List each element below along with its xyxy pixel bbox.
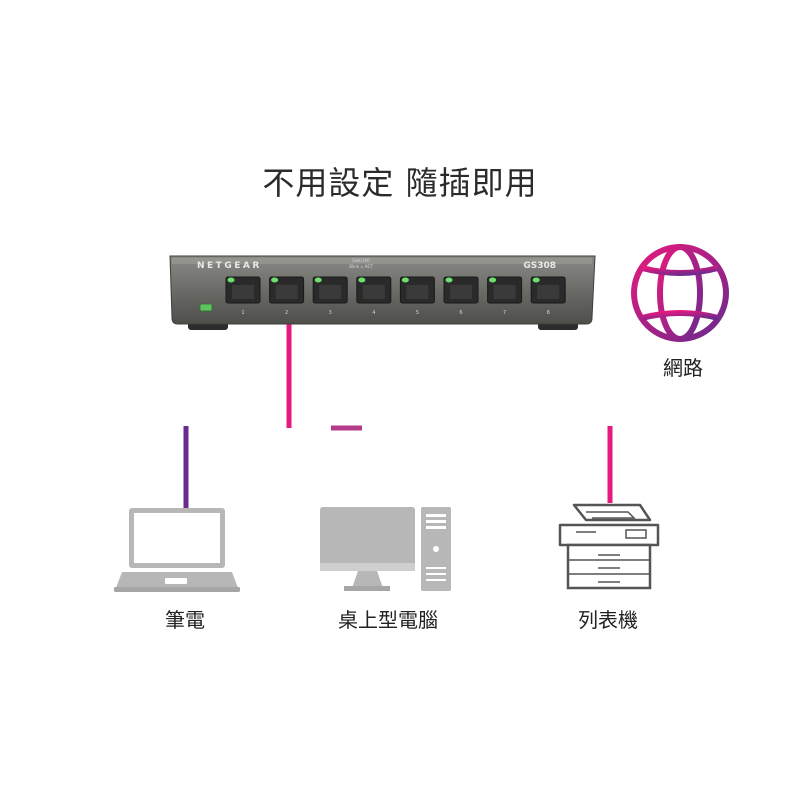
switch-led-caption-2: Blink = ACT: [349, 264, 373, 269]
port-led-icon: [358, 277, 366, 283]
port-led-icon: [314, 277, 322, 283]
port-7: 7: [487, 276, 523, 316]
port-led-icon: [271, 277, 279, 283]
port-1: 1: [225, 276, 261, 316]
switch-led-caption-1: Gbit/100: [352, 258, 370, 263]
network-switch: NETGEAR GS308 Gbit/100 Blink = ACT 1 2 3 4 5…: [169, 255, 596, 330]
port-number: 1: [241, 310, 244, 316]
port-number: 3: [329, 310, 332, 316]
laptop-label: 筆電: [165, 608, 205, 632]
port-number: 8: [547, 310, 550, 316]
globe-icon: [631, 244, 729, 342]
switch-model: GS308: [523, 261, 556, 271]
port-led-icon: [489, 277, 497, 283]
port-number: 7: [503, 310, 506, 316]
page-title: 不用設定 隨插即用: [262, 164, 538, 202]
port-led-icon: [227, 277, 235, 283]
port-3: 3: [312, 276, 348, 316]
printer-label: 列表機: [578, 608, 638, 632]
printer-icon: [558, 503, 660, 590]
port-led-icon: [532, 277, 540, 283]
desktop-label: 桌上型電腦: [338, 608, 438, 632]
switch-brand: NETGEAR: [197, 261, 262, 271]
port-number: 4: [372, 310, 375, 316]
port-6: 6: [443, 276, 479, 316]
port-led-icon: [401, 277, 409, 283]
switch-ports: 1 2 3 4 5 6 7 8: [225, 276, 566, 316]
port-2: 2: [269, 276, 305, 316]
desktop-computer-icon: [320, 507, 451, 591]
power-led-icon: [199, 303, 213, 312]
port-number: 5: [416, 310, 419, 316]
port-led-icon: [445, 277, 453, 283]
port-8: 8: [530, 276, 566, 316]
port-number: 2: [285, 310, 288, 316]
internet-label: 網路: [663, 356, 703, 380]
port-4: 4: [356, 276, 392, 316]
port-5: 5: [399, 276, 435, 316]
port-number: 6: [459, 310, 462, 316]
laptop-icon: [114, 508, 240, 592]
